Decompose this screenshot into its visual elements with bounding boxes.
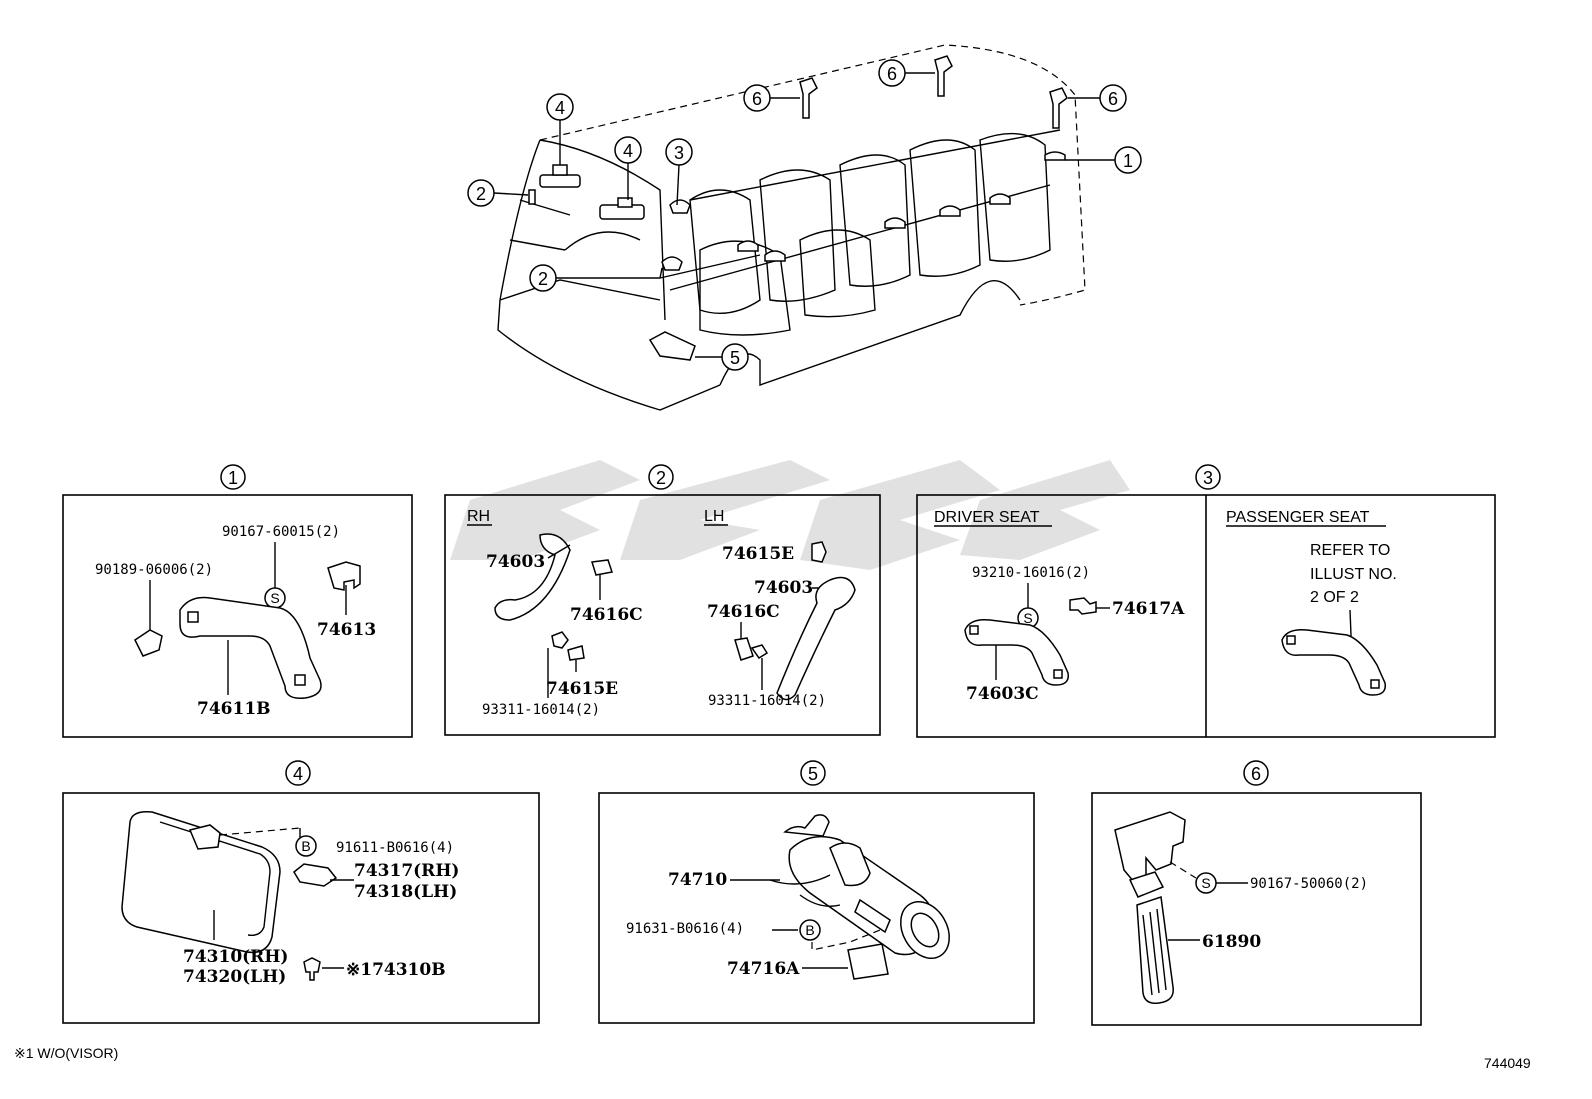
section-6: 6 S 90167-50060(2) 61890	[1091, 760, 1422, 1026]
s3-grip-label: 74603C	[966, 684, 1039, 704]
s3-driver-label: DRIVER SEAT	[934, 509, 1040, 526]
s4-visor-mount	[188, 824, 221, 850]
section-3: 3 DRIVER SEAT PASSENGER SEAT 93210-16016…	[916, 464, 1496, 738]
callout-6c: 6	[1108, 89, 1118, 109]
section-5: 5 74710 91631-B0616(4) B 74716A	[598, 760, 1035, 1024]
s3-cover-label: 74617A	[1112, 599, 1185, 619]
s4-visor-drawing	[121, 810, 281, 954]
callout-3: 3	[674, 143, 684, 163]
s6-symbol-s: S	[1201, 875, 1210, 891]
s2-rh-clip-label: 74615E	[546, 679, 618, 699]
s1-grip-label: 74611B	[197, 699, 271, 719]
section-2-number: 2	[656, 468, 666, 488]
s6-screw-label: 90167-50060(2)	[1250, 876, 1368, 892]
footnote: ※1 W/O(VISOR)	[14, 1045, 118, 1061]
callout-circle-4a	[546, 93, 574, 121]
s1-grip-drawing	[179, 596, 322, 699]
s3-cover-drawing	[1069, 597, 1097, 615]
s3-refer-line-2: ILLUST NO.	[1310, 566, 1397, 583]
callout-4b: 4	[623, 141, 633, 161]
callout-4a: 4	[555, 98, 565, 118]
s4-holder-drawing	[293, 863, 338, 887]
s3-refer-line-3: 2 OF 2	[1310, 589, 1359, 606]
s5-symbol-b: B	[805, 922, 814, 938]
s2-rh-cover-drawing	[591, 559, 613, 576]
s5-screw-label: 91631-B0616(4)	[626, 921, 744, 937]
s2-lh-cover-label: 74616C	[707, 602, 780, 622]
s1-symbol-s: S	[270, 590, 279, 606]
van-illustration	[497, 44, 1086, 411]
van-callouts: 4 4 3 2 2 5 6 6 6 1	[467, 59, 1142, 371]
callout-2b: 2	[538, 269, 548, 289]
section-1-number: 1	[228, 468, 238, 488]
section-4: 4 B 91611-B0616(4) 74317(RH) 74318(LH) 7…	[62, 760, 540, 1024]
s2-lh-clip-label: 74615E	[722, 544, 794, 564]
watermark-logo	[450, 460, 1130, 570]
section-5-number: 5	[808, 764, 818, 784]
s2-lh-label: LH	[704, 508, 724, 525]
s2-lh-cover-drawing	[734, 637, 754, 661]
s4-clip-drawing	[303, 957, 321, 981]
illustration-id: 744049	[1484, 1055, 1531, 1071]
s1-clip-label: 90189-06006(2)	[95, 562, 213, 578]
s3-driver-grip-drawing	[964, 618, 1069, 686]
callout-6a: 6	[752, 89, 762, 109]
s3-refer-line-1: REFER TO	[1310, 542, 1390, 559]
s4-clip-label: ※174310B	[346, 960, 446, 980]
callout-6b: 6	[887, 64, 897, 84]
callout-1: 1	[1123, 151, 1133, 171]
s5-lighter-drawing	[769, 814, 950, 959]
s1-clip-drawing	[134, 629, 163, 657]
s2-rh-grip-label: 74603	[486, 552, 545, 572]
s1-screw-label: 90167-60015(2)	[222, 524, 340, 540]
section-4-number: 4	[293, 764, 303, 784]
s4-symbol-b: B	[301, 838, 310, 854]
s4-visor-rh-label: 74310(RH)	[183, 947, 288, 967]
s2-rh-grip-drawing	[494, 533, 571, 621]
s2-lh-screw-label: 93311-16014(2)	[708, 693, 826, 709]
s2-rh-label: RH	[467, 508, 490, 525]
s2-lh-clip-drawing	[811, 541, 827, 563]
section-3-number: 3	[1203, 468, 1213, 488]
s5-plate-label: 74716A	[727, 959, 800, 979]
s3-symbol-s: S	[1023, 610, 1032, 626]
section-6-number: 6	[1251, 764, 1261, 784]
s1-cover-label: 74613	[317, 620, 376, 640]
s5-lighter-label: 74710	[668, 870, 727, 890]
s6-handle-drawing	[1114, 811, 1186, 1005]
s5-plate-drawing	[847, 943, 889, 980]
s2-rh-screw-label: 93311-16014(2)	[482, 702, 600, 718]
s4-screw-label: 91611-B0616(4)	[336, 840, 454, 856]
s3-passenger-grip-drawing	[1281, 628, 1386, 696]
section-1: 1 90167-60015(2) S 90189-06006(2) 74613 …	[62, 464, 413, 738]
s3-passenger-label: PASSENGER SEAT	[1226, 509, 1370, 526]
s1-cover-drawing	[327, 561, 361, 591]
s4-holder-lh-label: 74318(LH)	[354, 882, 457, 902]
s4-visor-lh-label: 74320(LH)	[183, 967, 286, 987]
s4-holder-rh-label: 74317(RH)	[354, 861, 459, 881]
s2-rh-screw-drawing	[551, 631, 569, 649]
section-2: 2 RH LH 74603 74616C 74615E 93311-16014(…	[444, 464, 881, 736]
s2-lh-grip-drawing	[776, 576, 856, 701]
s2-rh-cover-label: 74616C	[570, 605, 643, 625]
s3-screw-label: 93210-16016(2)	[972, 565, 1090, 581]
callout-5: 5	[730, 348, 740, 368]
s2-lh-grip-label: 74603	[754, 578, 813, 598]
callout-2a: 2	[476, 184, 486, 204]
s6-handle-label: 61890	[1202, 932, 1261, 952]
